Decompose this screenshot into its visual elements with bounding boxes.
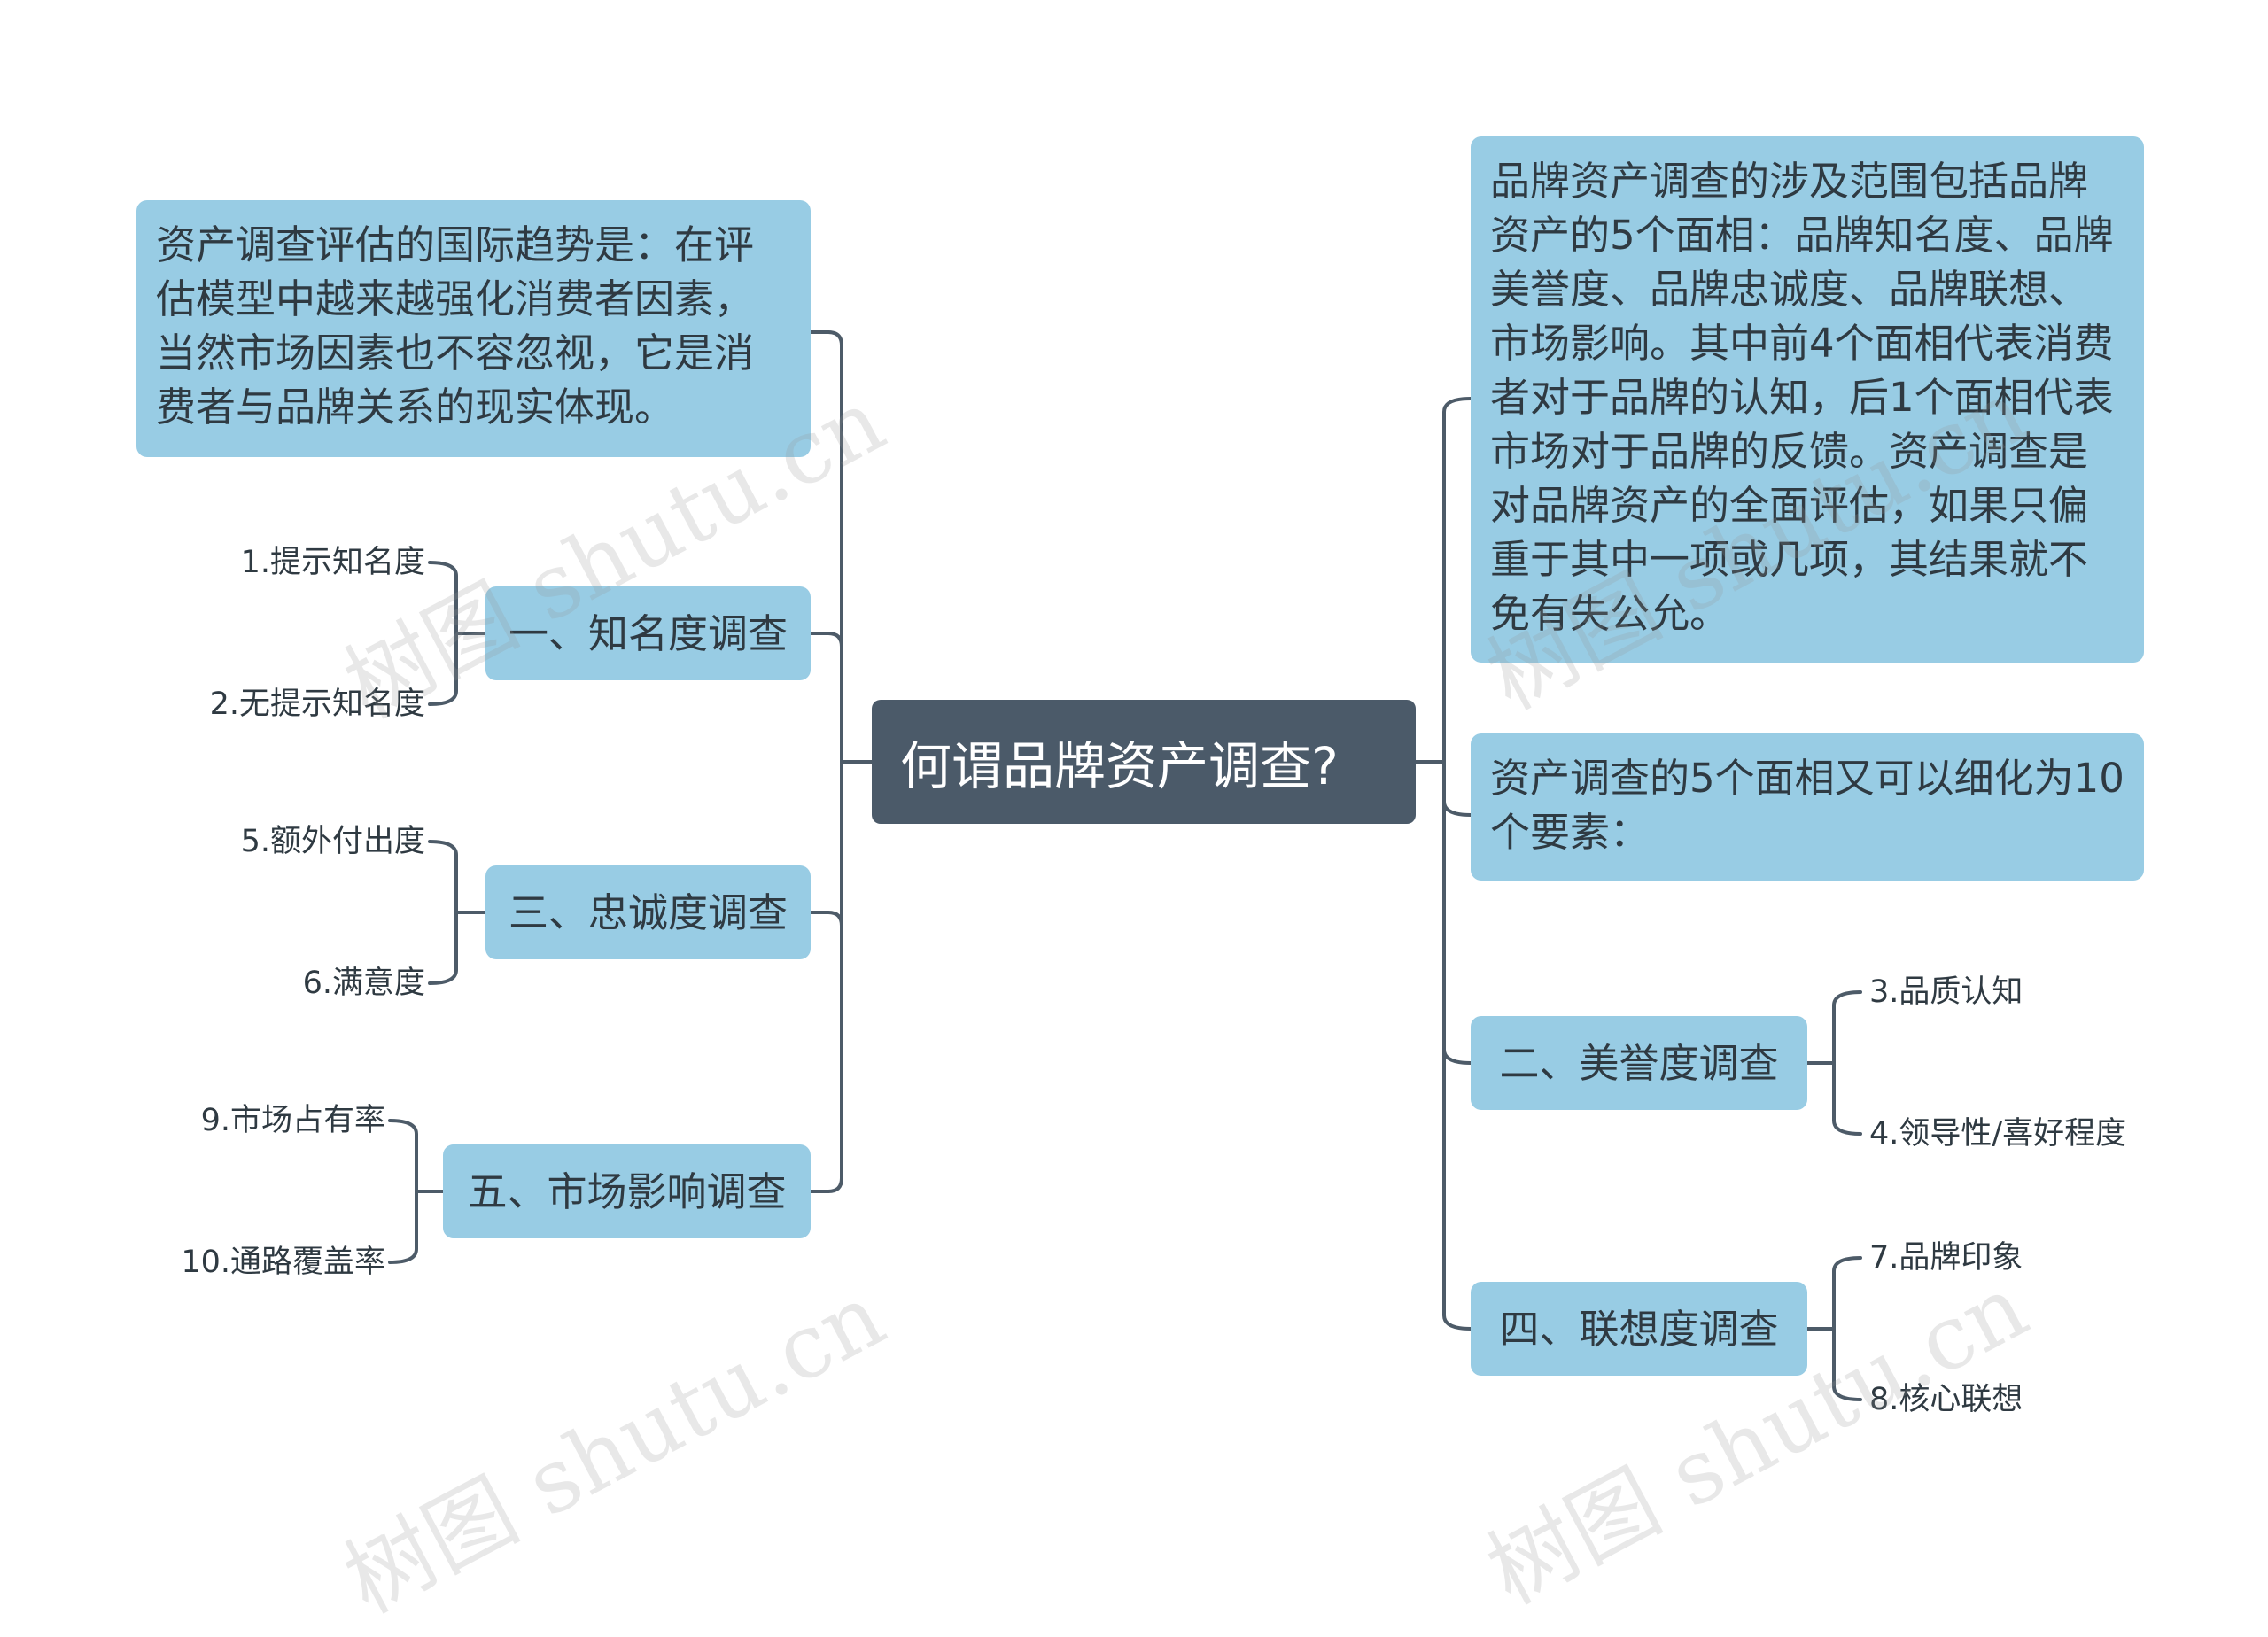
right-paragraph-elements-text: 资产调查的5个面相又可以细化为10个要素： [1490, 755, 2124, 856]
right-paragraph-elements[interactable]: 资产调查的5个面相又可以细化为10个要素： [1471, 733, 2144, 881]
leaf-channel-coverage[interactable]: 10.通路覆盖率 [181, 1242, 385, 1283]
branch-association[interactable]: 四、联想度调查 [1471, 1282, 1807, 1376]
leaf-market-share-label: 9.市场占有率 [200, 1103, 385, 1138]
connector-right-b2 [1442, 1048, 1472, 1065]
branch-awareness[interactable]: 一、知名度调查 [485, 586, 811, 680]
connector-right-para2 [1442, 800, 1472, 817]
connector-b4-leaves [1806, 1256, 1862, 1401]
leaf-leadership-preference[interactable]: 4.领导性/喜好程度 [1869, 1113, 2126, 1154]
branch-loyalty[interactable]: 三、忠诚度调查 [485, 865, 811, 959]
leaf-satisfaction-label: 6.满意度 [302, 966, 425, 1001]
connector-lines [388, 330, 1862, 1401]
mindmap-canvas: 何谓品牌资产调查? 资产调查评估的国际趋势是：在评估模型中越来越强化消费者因素，… [136, 136, 2144, 1633]
branch-market-impact-label: 五、市场影响调查 [467, 1168, 787, 1215]
leaf-extra-effort-label: 5.额外付出度 [240, 824, 425, 859]
root-topic-label: 何谓品牌资产调查? [900, 736, 1339, 796]
branch-loyalty-label: 三、忠诚度调查 [508, 888, 788, 936]
connector-b1-leaves [428, 561, 487, 706]
branch-reputation-label: 二、美誉度调查 [1499, 1039, 1779, 1087]
leaf-satisfaction[interactable]: 6.满意度 [303, 963, 425, 1004]
branch-association-label: 四、联想度调查 [1499, 1305, 1779, 1353]
connector-b2-leaves [1806, 990, 1862, 1136]
left-paragraph-text: 资产调查评估的国际趋势是：在评估模型中越来越强化消费者因素，当然市场因素也不容忽… [156, 221, 755, 431]
leaf-brand-image-label: 7.品牌印象 [1869, 1240, 2023, 1276]
leaf-brand-image[interactable]: 7.品牌印象 [1869, 1237, 2023, 1278]
leaf-channel-coverage-label: 10.通路覆盖率 [181, 1245, 385, 1280]
leaf-core-association-label: 8.核心联想 [1869, 1382, 2023, 1417]
right-paragraph-scope[interactable]: 品牌资产调查的涉及范围包括品牌资产的5个面相：品牌知名度、品牌美誉度、品牌忠诚度… [1471, 136, 2144, 663]
connector-right-trunk [1442, 397, 1472, 1331]
leaf-quality-perception[interactable]: 3.品质认知 [1869, 972, 2023, 1012]
right-paragraph-scope-text: 品牌资产调查的涉及范围包括品牌资产的5个面相：品牌知名度、品牌美誉度、品牌忠诚度… [1490, 158, 2114, 637]
leaf-market-share[interactable]: 9.市场占有率 [201, 1100, 385, 1141]
root-topic[interactable]: 何谓品牌资产调查? [872, 700, 1416, 824]
branch-reputation[interactable]: 二、美誉度调查 [1471, 1016, 1807, 1110]
leaf-unaided-awareness-label: 2.无提示知名度 [209, 687, 425, 722]
connector-left-trunk [827, 330, 843, 1193]
branch-awareness-label: 一、知名度调查 [508, 609, 788, 657]
branch-market-impact[interactable]: 五、市场影响调查 [443, 1144, 811, 1238]
left-paragraph-node[interactable]: 资产调查评估的国际趋势是：在评估模型中越来越强化消费者因素，当然市场因素也不容忽… [136, 200, 811, 457]
leaf-extra-effort[interactable]: 5.额外付出度 [241, 821, 425, 862]
leaf-aided-awareness-label: 1.提示知名度 [240, 545, 425, 580]
connector-b5-leaves [388, 1119, 445, 1264]
connector-left-b3 [809, 911, 843, 927]
leaf-unaided-awareness[interactable]: 2.无提示知名度 [210, 684, 425, 725]
connector-b3-leaves [428, 840, 487, 985]
leaf-core-association[interactable]: 8.核心联想 [1869, 1379, 2023, 1420]
leaf-aided-awareness[interactable]: 1.提示知名度 [241, 542, 425, 583]
leaf-leadership-preference-label: 4.领导性/喜好程度 [1869, 1116, 2127, 1152]
leaf-quality-perception-label: 3.品质认知 [1869, 974, 2023, 1010]
connector-left-b1 [809, 632, 843, 648]
